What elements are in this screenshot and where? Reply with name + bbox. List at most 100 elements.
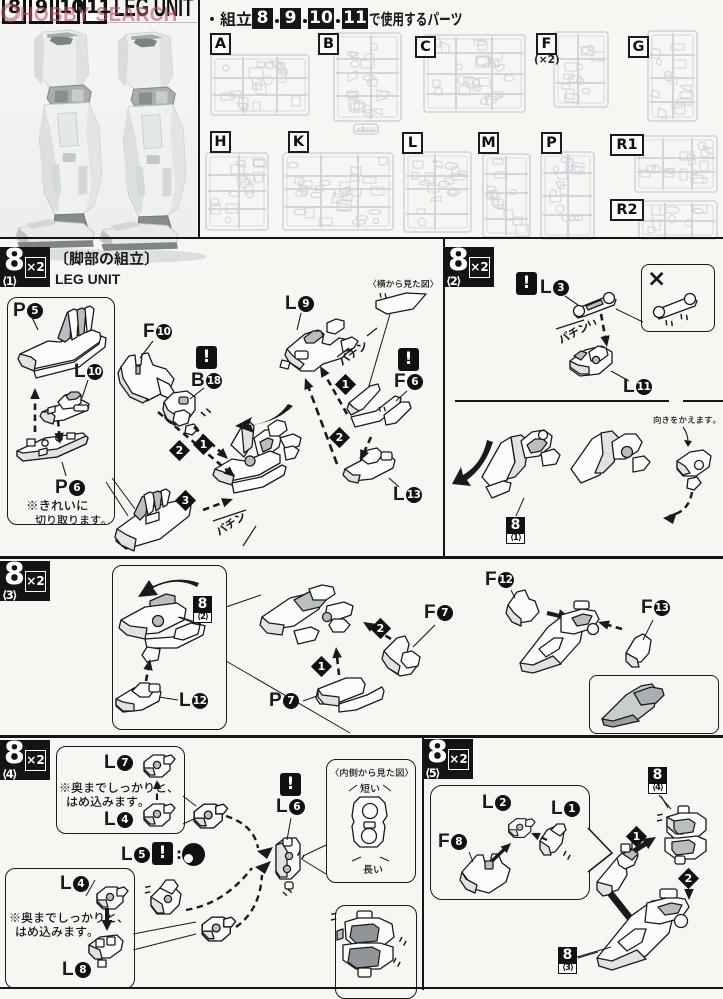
step-2-badge: 2 [677, 867, 700, 890]
warn-glyph: ! [202, 347, 211, 367]
section-sub-number: ⟨4⟩ [2, 767, 18, 781]
masthead-step-1: 9 [29, 0, 53, 24]
s3-assembly-drawing [118, 593, 206, 663]
multiplier-label: ×2 [470, 260, 489, 274]
ref-badge-1: 8⟨1⟩ [506, 517, 525, 544]
section-header-s5: 8⟨5⟩×2 [423, 735, 473, 780]
runner-label-h: H [210, 131, 231, 153]
multiplier-label: ×2 [26, 260, 45, 274]
s3-part-f12-drawing [505, 589, 540, 627]
s5-foot-drawing [596, 888, 690, 971]
part-number-circle: 10 [155, 324, 172, 340]
part-letter: F [438, 831, 450, 852]
part-letter: L [104, 752, 116, 773]
warn-glyph: ! [522, 273, 531, 293]
warning-icon: ! [280, 773, 301, 796]
masthead-step-number: 10 [59, 0, 84, 18]
s4-insideview-box [326, 759, 416, 883]
section-sub-number: ⟨2⟩ [446, 274, 462, 288]
multiplier-badge: ×2 [25, 750, 46, 771]
s1-part-f6-drawing [346, 383, 412, 428]
step-number: 2 [175, 444, 184, 457]
part-number-circle: 7 [116, 755, 133, 771]
section-number: 8 [448, 243, 469, 278]
s4-insideview-drawing [351, 796, 388, 848]
parts-header-suffix-text [369, 11, 462, 27]
s3-part-l12-drawing [115, 682, 162, 713]
s2-rotate-arrow [452, 440, 493, 486]
warn-glyph: ! [286, 774, 295, 794]
part-letter: L [393, 484, 405, 505]
watermark-text: HOBBY SEARCH [20, 4, 178, 26]
s4-part-l8-drawing [88, 934, 124, 968]
part-number-circle: 11 [635, 379, 652, 395]
section-sub-number: ⟨3⟩ [2, 588, 18, 602]
runner-letter: H [214, 134, 227, 150]
part-letter: L [60, 873, 72, 894]
s4-long-label [363, 864, 383, 874]
s1-sideview-drawing [365, 292, 427, 397]
parts-header-prefix-text [210, 11, 252, 27]
s2-snap-label [560, 323, 588, 344]
step-number: 3 [181, 494, 190, 507]
divider-s2-internal-b [683, 400, 723, 402]
part-number-circle: 9 [297, 296, 314, 312]
step-2-badge: 2 [369, 617, 392, 640]
step-1-badge: 1 [625, 825, 648, 848]
step-1-badge: 1 [310, 655, 333, 678]
runner-letter: K [292, 134, 305, 150]
section-sub-number: ⟨5⟩ [425, 766, 441, 780]
warning-icon: ! [152, 842, 173, 865]
s2-part-l3-drawing [572, 291, 617, 319]
runner-letter: M [481, 135, 496, 151]
s4-part-l5-drawing [150, 879, 182, 915]
ref-number: 8 [648, 767, 667, 783]
s1-note-cut-line1 [27, 499, 88, 511]
s4-note2-line1 [10, 911, 122, 923]
s2-x-inset-box [641, 264, 715, 332]
s2-part-combined-drawing [676, 449, 712, 491]
multiplier-label: ×2 [26, 753, 45, 767]
step-number: 2 [335, 431, 344, 444]
s1-part-p5-drawing [17, 305, 107, 379]
part-letter: P [269, 690, 282, 711]
step-number: 1 [317, 660, 326, 673]
runner-label-c: C [415, 36, 436, 58]
runner-letter: B [322, 36, 335, 52]
part-letter: L [285, 293, 297, 314]
masthead-step-2: 10 [56, 0, 84, 24]
s1-part-b18-drawing [162, 390, 199, 436]
s4-part-l7l4-drawing [193, 803, 229, 829]
ref-number: 8 [193, 596, 212, 612]
divider-band4-vertical [422, 737, 425, 990]
ref-number: 8 [506, 517, 525, 533]
step-number: 2 [376, 622, 385, 635]
s5-balloon-tail [587, 827, 614, 873]
s1-part-l10-drawing [39, 391, 90, 425]
masthead-step-number: 11 [86, 0, 111, 18]
s1-title-en: LEG UNIT [55, 271, 121, 287]
part-number-circle: 12 [497, 572, 514, 588]
part-letter: F [641, 597, 653, 618]
part-letter: F [424, 602, 436, 623]
divider-band2-vertical [443, 237, 446, 557]
parts-header-step-number: 9 [284, 8, 297, 28]
s4-part-l6-drawing [275, 837, 301, 890]
section-number: 8 [4, 557, 25, 592]
divider-band2 [0, 556, 723, 559]
s2-part-l11-drawing [569, 345, 613, 377]
part-number-circle: 12 [191, 693, 208, 709]
part-letter: L [121, 844, 133, 865]
multiplier-badge: ×2 [448, 749, 469, 770]
s5-part-f8-drawing [459, 853, 511, 894]
